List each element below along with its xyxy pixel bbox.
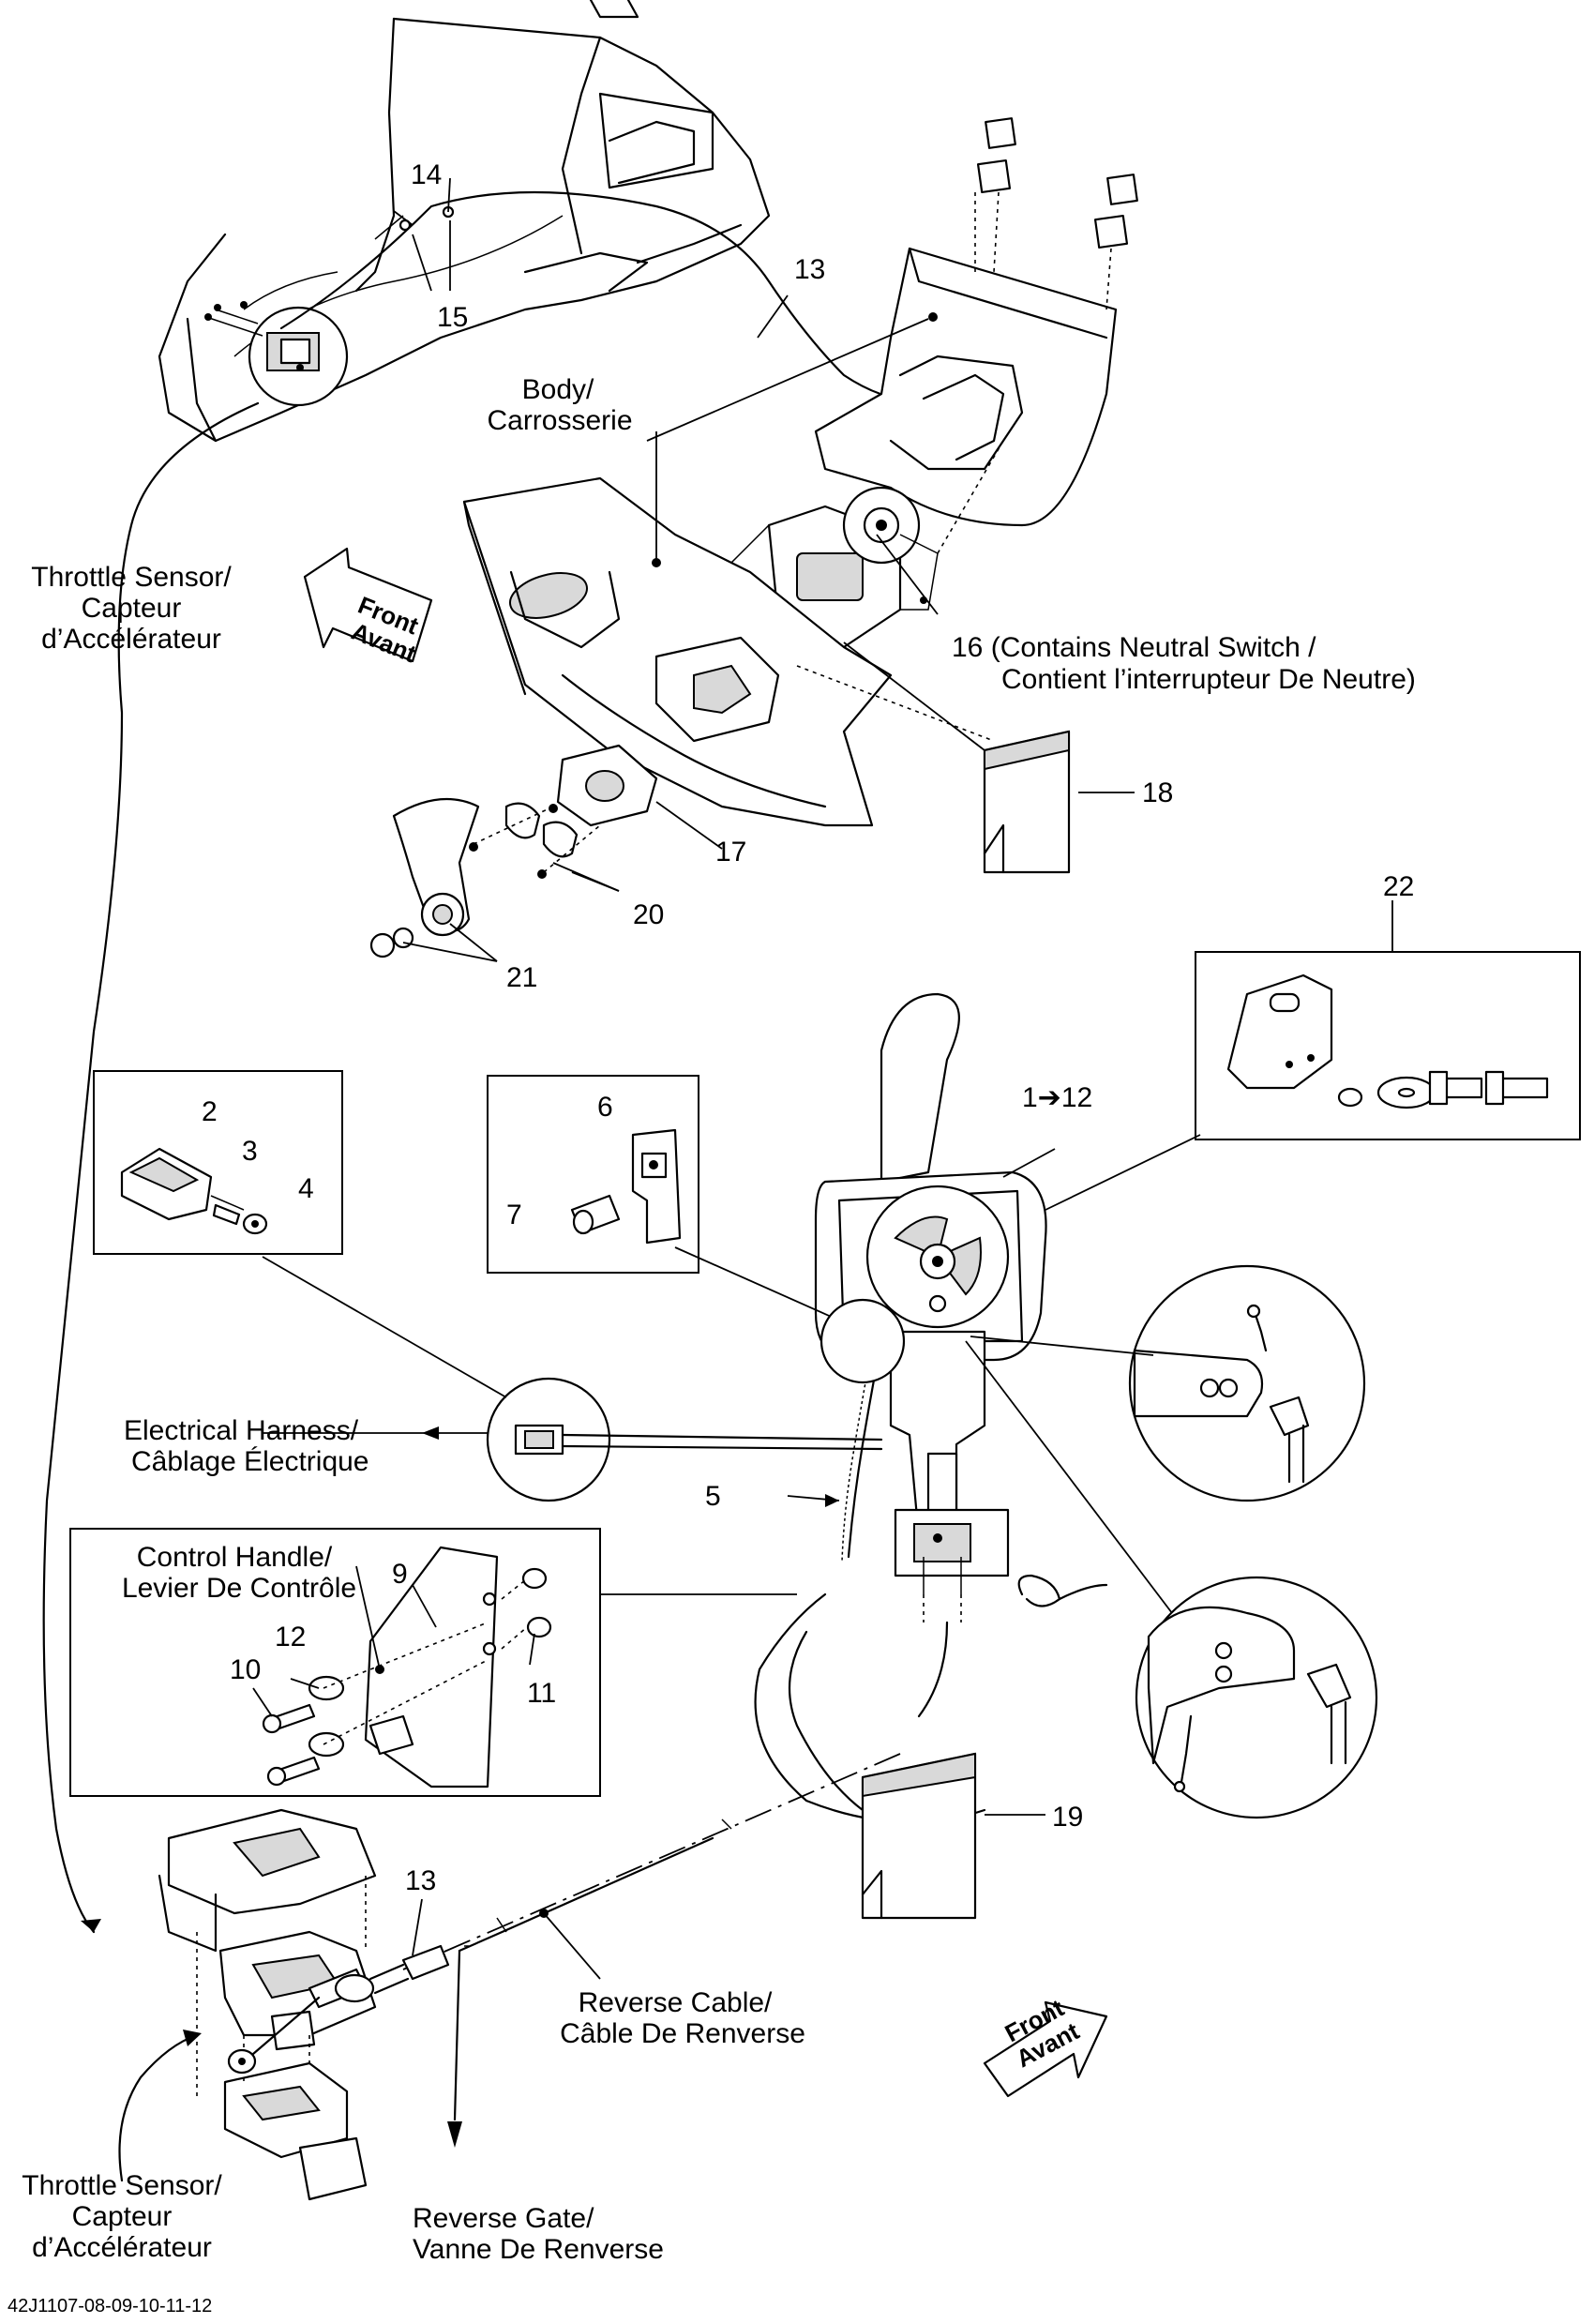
callout-22: 22 [1383,871,1414,902]
callout-14: 14 [411,159,442,190]
label-reverse-cable-line2: Câble De Renverse [560,2018,805,2049]
callout-2: 2 [202,1096,218,1127]
label-control-handle-line1: Control Handle/ [137,1542,333,1573]
callout-19: 19 [1052,1802,1083,1833]
leader-lines-top [393,177,1393,962]
callout-11: 11 [527,1678,556,1709]
callout-18: 18 [1142,777,1173,808]
callout-15: 15 [437,302,468,333]
label-throttle-bottom-line2: Capteur [72,2201,173,2232]
label-throttle-top-line3: d’Accélérateur [41,624,221,655]
callout-5: 5 [705,1481,721,1512]
detail-circle-right-1 [1128,1264,1366,1502]
label-reverse-cable-line1: Reverse Cable/ [579,1987,773,2018]
label-electrical-harness-line2: Câblage Électrique [131,1446,369,1477]
callout-13-bottom: 13 [405,1865,436,1896]
callout-6: 6 [597,1092,613,1123]
part-19-bag [861,1752,1045,1920]
label-electrical-harness-line1: Electrical Harness/ [124,1415,359,1446]
label-throttle-bottom-line3: d’Accélérateur [32,2232,212,2263]
callout-21: 21 [506,962,537,993]
label-body-line1: Body/ [522,374,594,405]
callout-7: 7 [506,1200,522,1230]
callout-10: 10 [230,1654,261,1685]
leader-lines-mid [600,1134,1201,1614]
part-22-box [1195,951,1581,1140]
throttle-sensor-detail-top [204,301,349,407]
callout-13-top: 13 [794,254,825,285]
callout-1-12: 1➔12 [1022,1082,1092,1113]
callout-numbers: 14 15 13 18 17 20 21 22 1➔12 2 3 4 5 6 7… [202,159,1414,1896]
reverse-cable-path [402,1592,986,2148]
text-labels: Body/ Carrosserie Throttle Sensor/ Capte… [22,374,1416,2265]
callout-3: 3 [242,1136,258,1167]
label-reverse-gate-line2: Vanne De Renverse [413,2234,664,2265]
switch-box [487,1075,699,1274]
handle-hardware-box [69,1528,601,1797]
label-throttle-top-line2: Capteur [82,593,182,624]
label-throttle-top-line1: Throttle Sensor/ [31,562,232,593]
front-arrow-top: Front Avant [303,547,433,668]
label-throttle-bottom-line1: Throttle Sensor/ [22,2170,222,2201]
callout-20: 20 [633,899,664,930]
label-reverse-gate-line1: Reverse Gate/ [413,2203,594,2234]
bottom-curve-arrow [118,2030,202,2182]
callout-12: 12 [275,1622,306,1652]
detail-circle-right-2 [1135,1576,1378,1819]
cover-plate-assembly [469,744,658,879]
upper-body-panel [158,0,771,443]
figure-code: 42J1107-08-09-10-11-12 [8,2296,212,2316]
callout-9: 9 [392,1559,408,1590]
label-neutral-switch-line1: 16 (Contains Neutral Switch / [952,632,1316,663]
throttle-sensor-assembly-bottom [158,1808,450,2201]
upper-control-lever [369,797,480,958]
control-mount-assembly [712,440,1004,657]
upper-right-bracket-panel [814,117,1138,527]
label-control-handle-line2: Levier De Contrôle [122,1573,356,1604]
front-arrow-bottom: Front Avant [983,1993,1108,2098]
long-curve-arrow [42,401,260,1934]
label-body-line2: Carrosserie [487,405,632,436]
cotter-pin [1017,1574,1108,1607]
part-18-bag [843,641,1135,874]
connector-box [93,1070,343,1255]
callout-17: 17 [715,837,746,868]
callout-4: 4 [298,1173,314,1204]
main-control-housing [814,992,1047,1622]
label-neutral-switch-line2: Contient l’interrupteur De Neutre) [1001,664,1416,695]
harness-connector-detail [262,1256,883,1502]
